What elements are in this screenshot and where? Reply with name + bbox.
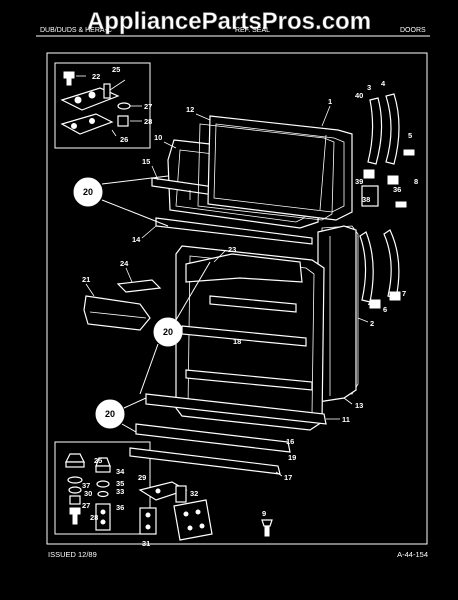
label-2: 2	[370, 319, 374, 328]
label-18: 18	[233, 337, 241, 346]
watermark: AppliancePartsPros.com	[87, 8, 371, 35]
label-23: 23	[228, 245, 236, 254]
fresh-food-door-liner	[129, 245, 327, 475]
label-12: 12	[186, 105, 194, 114]
top-hinge-assembly	[60, 71, 142, 137]
footer-code: A-44-154	[397, 550, 428, 559]
diagram-frame	[46, 52, 428, 545]
label-25-bottom: 25	[94, 456, 102, 465]
label-13: 13	[355, 401, 363, 410]
label-28-top: 28	[144, 117, 152, 126]
header-middle: REF. SEAL	[235, 27, 270, 34]
svg-text:20: 20	[83, 187, 93, 197]
label-3: 3	[367, 83, 371, 92]
label-31: 31	[142, 539, 150, 548]
label-38: 38	[362, 195, 370, 204]
label-17: 17	[284, 473, 292, 482]
dairy-door-handle	[116, 279, 162, 293]
label-6: 6	[383, 305, 387, 314]
label-22: 22	[92, 72, 100, 81]
label-10: 10	[154, 133, 162, 142]
label-35: 35	[116, 479, 124, 488]
label-33: 33	[116, 487, 124, 496]
label-30: 30	[84, 489, 92, 498]
label-24: 24	[120, 259, 129, 268]
header-left: DUB/DUDS & HERA-C	[40, 27, 112, 34]
label-29: 29	[138, 473, 146, 482]
label-7: 7	[402, 289, 406, 298]
label-34: 34	[116, 467, 125, 476]
bottom-hinge-hardware-right	[138, 481, 273, 541]
label-1: 1	[328, 97, 332, 106]
callout-20-middle: 20	[139, 261, 211, 395]
label-14: 14	[132, 235, 141, 244]
label-15: 15	[142, 157, 150, 166]
bottom-hinge-hardware-left	[65, 453, 111, 531]
label-19: 19	[288, 453, 296, 462]
label-9: 9	[262, 509, 266, 518]
svg-text:20: 20	[105, 409, 115, 419]
label-36-top: 36	[393, 185, 401, 194]
handle-lower	[359, 229, 401, 309]
freezer-gasket	[197, 123, 335, 221]
footer-issued: ISSUED 12/89	[48, 550, 97, 559]
label-27-bottom: 27	[82, 501, 90, 510]
callout-20-bottom: 20	[95, 397, 147, 433]
label-5: 5	[408, 131, 412, 140]
label-28-bottom: 28	[90, 513, 98, 522]
svg-text:20: 20	[163, 327, 173, 337]
label-26: 26	[120, 135, 128, 144]
label-41: 41	[368, 299, 376, 308]
label-40: 40	[355, 91, 363, 100]
label-8: 8	[414, 177, 418, 186]
part-labels: 1 2 3 4 5 6 7 8 9 10 11 12 13 14 15 16 1…	[82, 65, 418, 548]
callout-20-top: 20	[73, 175, 169, 227]
label-4: 4	[381, 79, 386, 88]
label-39: 39	[355, 177, 363, 186]
label-21: 21	[82, 275, 90, 284]
label-11: 11	[342, 415, 350, 424]
label-32: 32	[190, 489, 198, 498]
label-16: 16	[286, 437, 294, 446]
label-27-top: 27	[144, 102, 152, 111]
header-right: DOORS	[400, 27, 426, 34]
label-37: 37	[82, 481, 90, 490]
freezer-door-outer	[207, 115, 353, 221]
label-36-bottom: 36	[116, 503, 124, 512]
dairy-door-assembly	[83, 295, 151, 331]
handle-upper	[361, 93, 415, 208]
inset-box-top-hinge	[54, 62, 151, 149]
label-25-top: 25	[112, 65, 120, 74]
